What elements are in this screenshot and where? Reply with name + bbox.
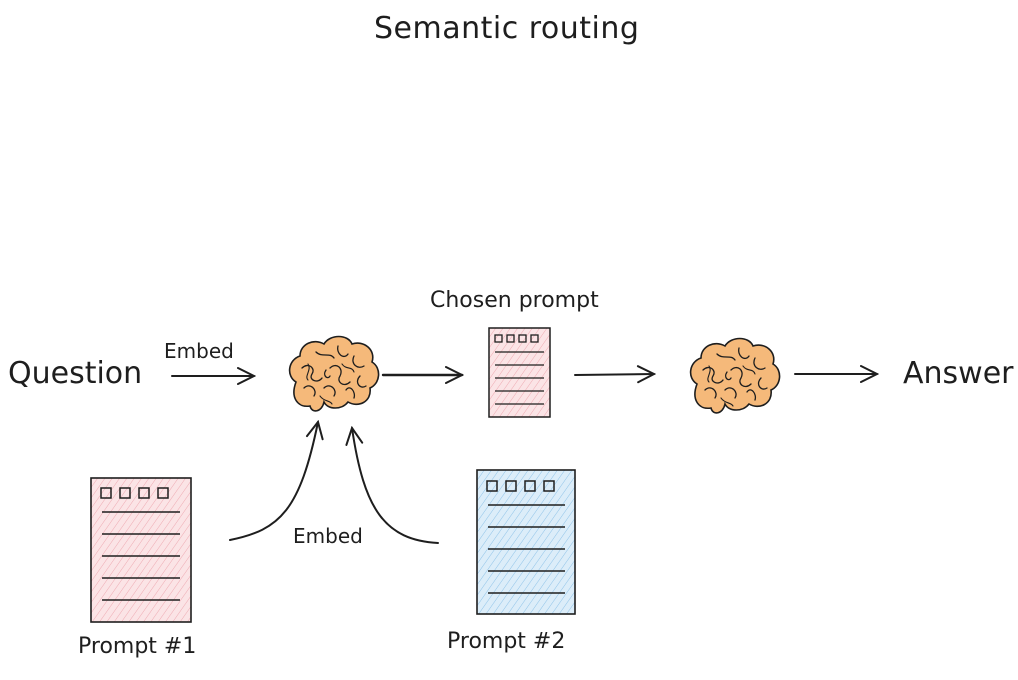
embed-prompts-label: Embed — [293, 524, 363, 548]
arrow-chosen-to-brain — [574, 374, 654, 375]
answer-label: Answer — [903, 356, 1014, 391]
chosen-prompt-document-icon — [488, 327, 551, 418]
prompt-2-document-icon — [476, 469, 576, 615]
prompt-1-label: Prompt #1 — [78, 634, 197, 659]
chosen-prompt-label: Chosen prompt — [430, 288, 599, 313]
prompt-1-document-icon — [90, 477, 192, 623]
prompt-2-label: Prompt #2 — [447, 629, 566, 654]
arrow-prompt1-to-brain — [229, 422, 318, 541]
embed-question-label: Embed — [164, 339, 234, 363]
brain-icon — [288, 335, 380, 412]
diagram-title: Semantic routing — [374, 11, 640, 46]
question-label: Question — [8, 356, 143, 391]
brain-icon — [689, 337, 781, 414]
arrow-prompt2-to-brain — [352, 428, 439, 544]
